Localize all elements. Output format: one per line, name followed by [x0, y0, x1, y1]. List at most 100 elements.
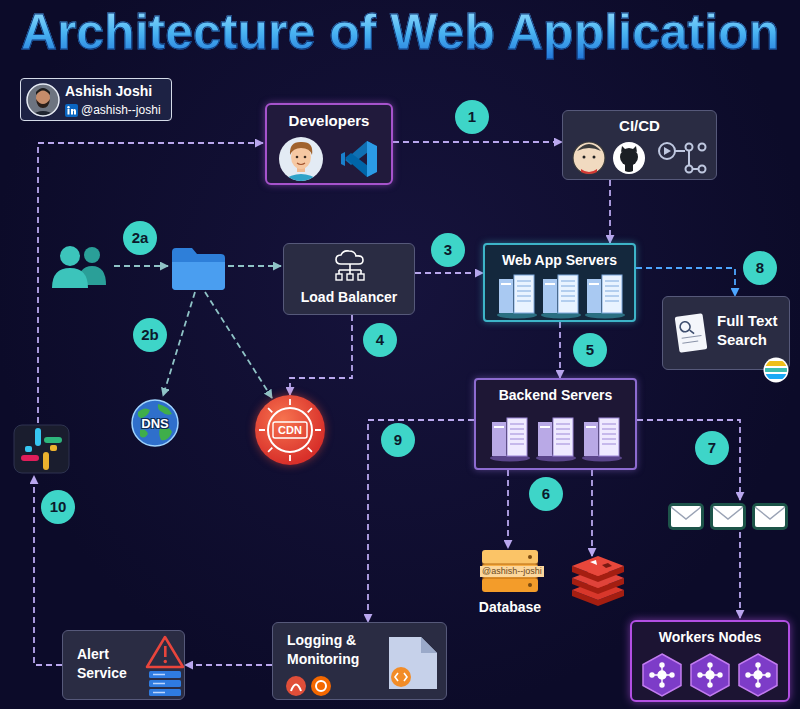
folder-icon-part [172, 262, 225, 290]
callout-number: 5 [573, 333, 607, 367]
developer-icons-part-part [341, 152, 345, 166]
message-queue-icon-part [755, 506, 785, 527]
server-icons-part-part [499, 279, 513, 313]
server-icons-part-part [587, 279, 601, 313]
flow-arrow [559, 322, 561, 378]
monitoring-tool-icons-part [291, 685, 301, 692]
flow-arrow [415, 272, 483, 274]
flow-arrow [609, 180, 611, 243]
log-file-icon-part [391, 667, 411, 687]
server-icons-part-part [540, 426, 550, 428]
static-wires [34, 143, 740, 665]
worker-hex-icons-part-part [756, 683, 760, 687]
message-queue-icon-part [752, 503, 788, 530]
node-label: Database [468, 598, 552, 616]
author-avatar-part-part [36, 88, 50, 95]
cicd-box: CI/CD [562, 110, 717, 180]
load-balancer-icon-part [336, 251, 363, 264]
cdn-ring-icon-part [273, 422, 307, 438]
search-engine-logo [763, 357, 789, 383]
folder-icon [172, 248, 225, 290]
server-icons-part [490, 418, 530, 462]
cicd-tool-icons-part-part [659, 143, 675, 159]
author-card: Ashish Joshi@ashish--joshi [20, 78, 172, 121]
load-balancer-icon-part [336, 274, 342, 280]
worker-hex-icons-part-part [766, 673, 770, 677]
server-icons-part-part [514, 275, 534, 313]
search-engine-logo-part [764, 358, 789, 383]
worker-hex-icons-part-part [701, 665, 719, 683]
cdn-circle: CDN [255, 395, 325, 465]
cicd-tool-icons-part [613, 142, 645, 174]
cache-icon-part [572, 556, 624, 576]
search-engine-logo-part [763, 361, 789, 379]
cicd-tool-icons-part [573, 142, 605, 174]
server-icons-part [585, 275, 625, 319]
log-file-icon-part [421, 637, 437, 653]
node-label: Full Text Search [717, 311, 785, 349]
callout-number: 9 [381, 423, 415, 457]
worker-hex-icons-part-part [670, 673, 674, 677]
cicd-tool-icons-part [625, 163, 633, 172]
users-to-folder-wire [114, 265, 168, 267]
document-search-icon-part [675, 313, 708, 353]
worker-hex-icons-part-part [650, 673, 654, 677]
server-icons-part [541, 275, 581, 319]
monitoring-tool-icons [285, 673, 345, 699]
callout-number: 3 [431, 233, 465, 267]
globe-icon-part [138, 404, 172, 440]
load-balancer-icon [332, 250, 368, 282]
author-avatar-part [26, 83, 60, 117]
load-balancer-icon-part [358, 274, 364, 280]
folder-to-lb-wire [228, 265, 281, 267]
server-icons-part-part [545, 283, 555, 285]
cicd-tool-icons-part-part [699, 166, 706, 173]
cdn-ring-icon-part [268, 408, 312, 452]
cicd-tool-icons-part-part [675, 151, 698, 169]
server-icons-part-part [538, 422, 552, 456]
developer-icons-part-part [367, 141, 377, 177]
linkedin-icon-part [68, 109, 70, 115]
database-icon-part [482, 550, 538, 564]
flow-arrow [290, 315, 352, 395]
developer-icons-part [341, 141, 377, 177]
message-queue-icon-part [713, 507, 743, 519]
server-icons-part-part [589, 283, 599, 285]
flow-arrow [636, 268, 735, 296]
developer-icons [277, 135, 383, 183]
cicd-tool-icons-part [621, 146, 637, 152]
flow-arrow [368, 420, 474, 622]
load-balancer-icon-part [339, 264, 361, 274]
users-icon-part [52, 268, 88, 288]
callout-number: 8 [743, 251, 777, 285]
server-icons-part-part [494, 426, 504, 428]
users-icon-part [84, 247, 100, 263]
author-avatar-part-part [36, 99, 50, 108]
worker-hex-icons-part-part [653, 665, 671, 683]
folder-to-dns-wire [163, 292, 195, 396]
worker-hex-icons-part-part [746, 673, 750, 677]
alert-icon-part [147, 637, 183, 667]
worker-hex-icons-part-part [643, 654, 681, 696]
linkedin-icon-part [65, 104, 78, 117]
monitoring-tool-icons-part [316, 681, 326, 691]
developers-box: Developers [265, 103, 393, 185]
document-search-icon [669, 311, 713, 355]
server-icons-part-part [556, 424, 570, 444]
node-subtext: @ashish--joshi [65, 102, 167, 118]
document-search-icon-part-part [690, 330, 695, 335]
users-icon-part [60, 246, 80, 266]
worker-hex-icons-part-part [708, 663, 712, 667]
linkedin-icon-part [71, 109, 76, 115]
backend-servers-box: Backend Servers [474, 378, 637, 470]
author-avatar-part-part [26, 83, 60, 117]
backend-to-cache-wire [591, 470, 593, 556]
queue-to-workers-wire [739, 532, 741, 618]
logging-box: Logging & Monitoring [272, 622, 447, 700]
chat-app-icon-part [21, 455, 39, 461]
log-file-icon [385, 633, 441, 693]
users-icon [52, 246, 106, 288]
server-icons-part-part [605, 281, 619, 301]
worker-nodes-box: Workers Nodes [630, 620, 790, 702]
